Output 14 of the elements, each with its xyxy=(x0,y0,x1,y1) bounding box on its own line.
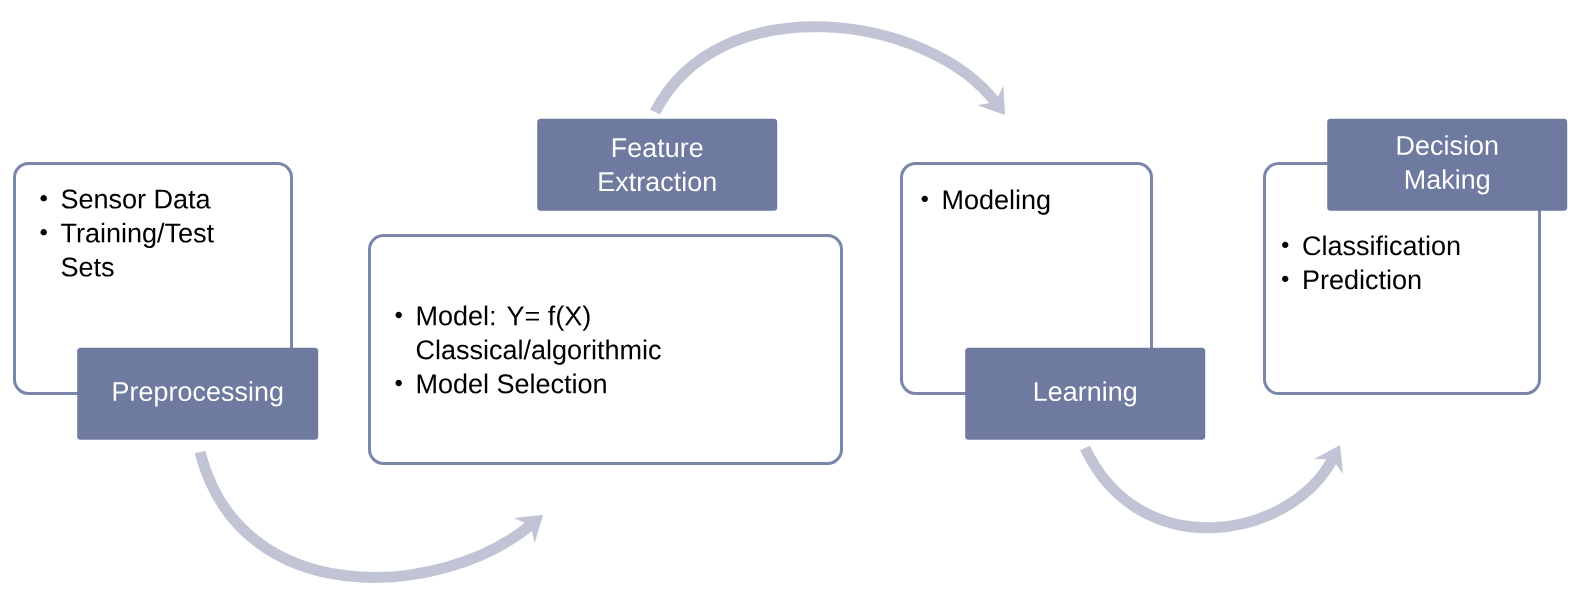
bullet-item: Sensor Data xyxy=(40,189,211,209)
bullet-item: Training/Test Sets xyxy=(40,222,214,277)
stage-tab: Preprocessing xyxy=(77,347,319,440)
curved-arrow xyxy=(194,450,543,583)
bullet-item: Prediction xyxy=(1282,269,1421,290)
bullet-item: Modeling xyxy=(921,189,1050,215)
curved-arrow xyxy=(650,21,1005,116)
stage-tab: Feature Extraction xyxy=(537,118,778,211)
bullet-item: Classification xyxy=(1282,235,1460,256)
bullet-item: Model: Y= f(X) Classical/algorithmic xyxy=(395,305,661,365)
stage-tab: Learning xyxy=(965,347,1206,440)
stage-tab: Decision Making xyxy=(1327,118,1568,211)
content-box xyxy=(368,234,843,465)
bullet-item: Model Selection xyxy=(395,373,606,394)
